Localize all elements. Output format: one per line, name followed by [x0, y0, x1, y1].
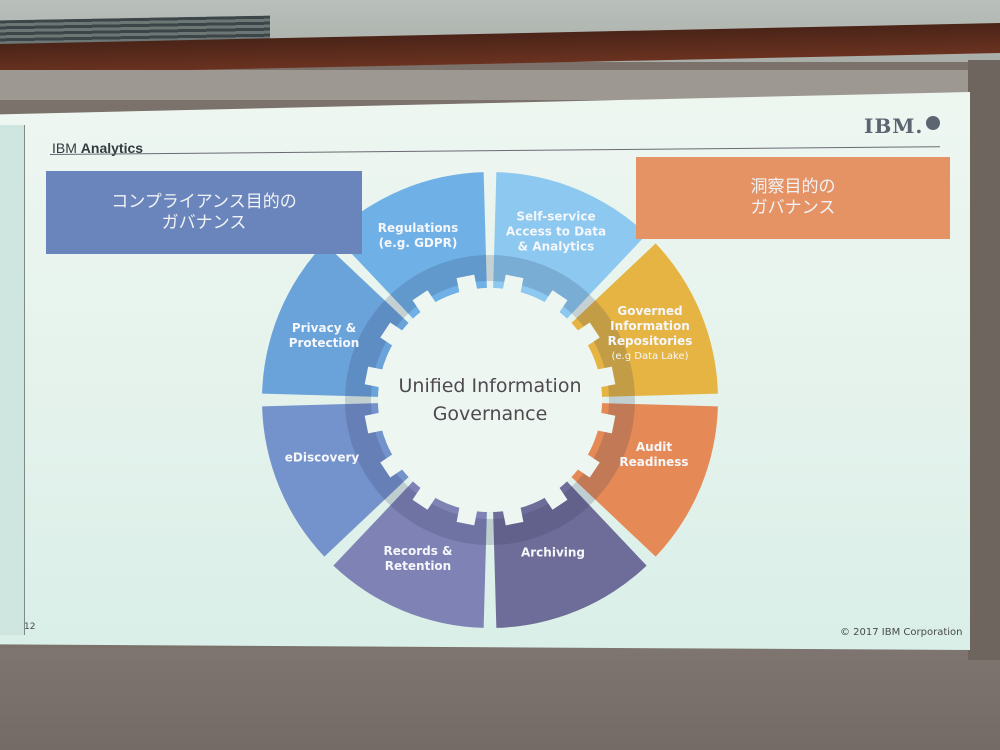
- segment-records: [262, 403, 409, 557]
- header-brand: IBM Analytics: [52, 140, 143, 156]
- segment-archiving: [333, 481, 487, 628]
- screen-frame: [0, 70, 1000, 100]
- callout-left-line1: コンプライアンス目的の: [111, 191, 297, 212]
- segment-privacy-protection-label: Privacy &Protection: [288, 321, 360, 350]
- segment-regulations: [493, 172, 647, 319]
- center-gear: [364, 274, 616, 526]
- callout-compliance-governance: コンプライアンス目的の ガバナンス: [46, 171, 362, 254]
- segment-audit: [493, 481, 647, 628]
- segment-ediscovery: [262, 243, 409, 397]
- page-number: 12: [24, 622, 36, 632]
- ibm-logo: IBM.: [864, 114, 924, 138]
- segment-self-service: [571, 243, 718, 397]
- adjacent-slide-edge: [0, 125, 25, 635]
- brand-prefix: IBM: [52, 140, 77, 156]
- segment-records-retention-label: Records &Retention: [383, 544, 453, 573]
- segment-governed-repos: [571, 403, 718, 557]
- callout-right-line2: ガバナンス: [750, 198, 836, 218]
- segment-privacy: [333, 172, 487, 319]
- wall-right: [968, 60, 1000, 660]
- callout-right-line1: 洞察目的の: [750, 177, 836, 197]
- callout-insight-governance: 洞察目的の ガバナンス: [636, 157, 950, 239]
- segment-ediscovery-label: eDiscovery: [284, 450, 360, 465]
- callout-left-line2: ガバナンス: [161, 212, 247, 233]
- ibm-globe-icon: [926, 116, 940, 130]
- segment-archiving-label: Archiving: [520, 545, 586, 560]
- brand-name: Analytics: [80, 140, 144, 156]
- copyright: © 2017 IBM Corporation: [840, 627, 963, 638]
- segment-regulations-label: Regulations(e.g. GDPR): [377, 221, 459, 250]
- wall-below-screen: [0, 648, 1000, 750]
